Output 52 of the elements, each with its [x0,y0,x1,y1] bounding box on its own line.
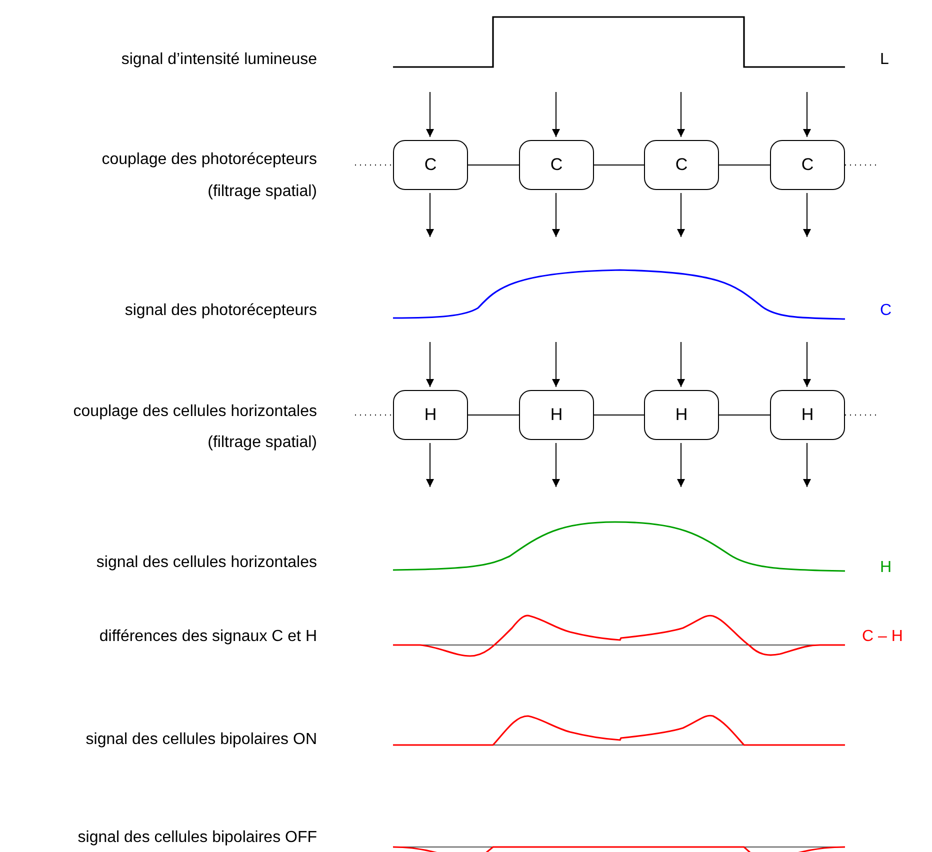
arrow [426,192,434,238]
row-label: (filtrage spatial) [208,183,317,201]
box-label: H [801,405,814,425]
arrow [803,442,811,488]
arrow [552,342,560,388]
box-label: C [550,155,563,175]
box-label: H [550,405,563,425]
arrow [677,92,685,138]
process-box [393,140,468,190]
row-label: signal des photorécepteurs [124,302,317,320]
box-label: H [675,405,688,425]
box-label: H [424,405,437,425]
row-label: (filtrage spatial) [208,434,317,452]
arrow [803,342,811,388]
arrow [552,92,560,138]
arrow [677,342,685,388]
connector-line [468,164,520,166]
connector-line [594,414,644,416]
row-label: signal des cellules bipolaires OFF [78,829,317,847]
box-label: C [801,155,814,175]
row-label: différences des signaux C et H [99,628,317,646]
connector-line [594,164,644,166]
box-label: C [424,155,437,175]
signal-symbol: H [880,559,892,577]
arrow [677,442,685,488]
arrow [552,192,560,238]
process-box [770,140,845,190]
row-label: couplage des cellules horizontales [73,403,317,421]
process-box [519,140,594,190]
signal-symbol: L [880,51,889,69]
process-box [770,390,845,440]
arrow [552,442,560,488]
arrow [426,442,434,488]
connector-line [718,164,770,166]
process-box [393,390,468,440]
arrow [803,192,811,238]
process-box [644,390,719,440]
connector-line [468,414,520,416]
arrow [803,92,811,138]
process-box [519,390,594,440]
arrow [677,192,685,238]
row-label: couplage des photorécepteurs [102,151,317,169]
arrow [426,342,434,388]
row-label: signal des cellules horizontales [96,554,317,572]
row-label: signal des cellules bipolaires ON [86,731,317,749]
box-label: C [675,155,688,175]
connector-line [718,414,770,416]
arrow [426,92,434,138]
signal-symbol: C – H [862,628,903,646]
signal-symbol: C [880,302,892,320]
process-box [644,140,719,190]
row-label: signal d’intensité lumineuse [121,51,317,69]
